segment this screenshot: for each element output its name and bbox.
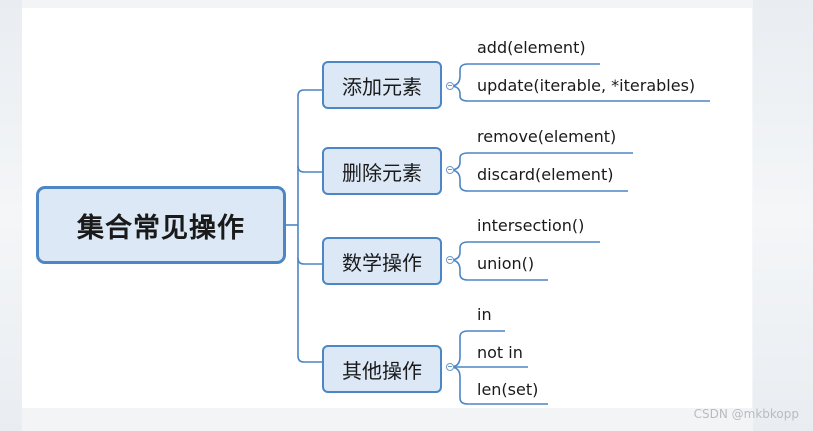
branch-label: 添加元素	[342, 74, 422, 99]
branch-node-add-elements[interactable]: 添加元素	[322, 61, 442, 109]
collapse-toggle-icon[interactable]	[446, 363, 454, 371]
leaf-in[interactable]: in	[477, 305, 492, 324]
leaf-connector-3-2	[449, 259, 548, 281]
leaf-connector-4-3	[449, 366, 548, 405]
leaf-connector-2-2	[449, 169, 628, 192]
collapse-toggle-icon[interactable]	[446, 82, 454, 90]
leaf-discard[interactable]: discard(element)	[477, 165, 614, 184]
leaf-connector-2-1	[449, 152, 633, 171]
background-left-panel	[0, 0, 22, 431]
trunk-line	[297, 89, 322, 363]
branch-label: 删除元素	[342, 160, 422, 185]
leaf-union[interactable]: union()	[477, 254, 535, 273]
leaf-not-in[interactable]: not in	[477, 343, 523, 362]
branch-node-remove-elements[interactable]: 删除元素	[322, 147, 442, 195]
leaf-remove[interactable]: remove(element)	[477, 127, 617, 146]
collapse-toggle-icon[interactable]	[446, 166, 454, 174]
background-right-panel	[753, 0, 813, 431]
branch-label: 数学操作	[342, 250, 422, 275]
leaf-len-set[interactable]: len(set)	[477, 380, 539, 399]
branch-node-other-operations[interactable]: 其他操作	[322, 345, 442, 393]
watermark: CSDN @mkbkopp	[693, 407, 799, 421]
root-node[interactable]: 集合常见操作	[36, 186, 286, 264]
branch-label: 其他操作	[342, 358, 422, 383]
root-node-label: 集合常见操作	[77, 212, 245, 244]
leaf-connector-1-1	[449, 63, 600, 87]
branch-node-math-operations[interactable]: 数学操作	[322, 237, 442, 285]
branch-connector-3	[297, 257, 322, 265]
branch-connector-2	[297, 165, 322, 173]
leaf-add[interactable]: add(element)	[477, 38, 586, 57]
leaf-connector-3-1	[449, 241, 600, 261]
collapse-toggle-icon[interactable]	[446, 256, 454, 264]
leaf-connector-4-1	[449, 330, 505, 368]
leaf-update[interactable]: update(iterable, *iterables)	[477, 76, 696, 95]
leaf-connector-1-2	[449, 85, 710, 102]
leaf-intersection[interactable]: intersection()	[477, 216, 585, 235]
